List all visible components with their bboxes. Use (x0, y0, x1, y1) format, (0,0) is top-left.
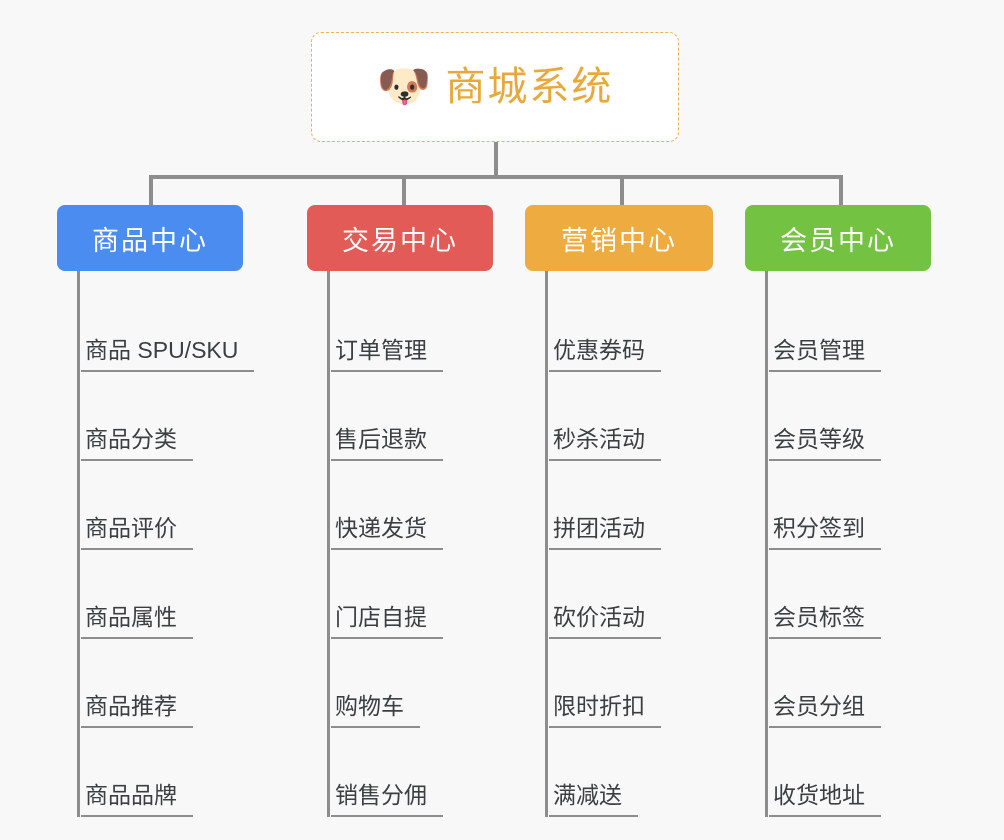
leaf-item[interactable]: 门店自提 (327, 550, 493, 639)
leaf-item-label: 订单管理 (331, 337, 443, 372)
leaf-item[interactable]: 商品 SPU/SKU (77, 283, 255, 372)
leaf-item[interactable]: 满减送 (545, 728, 713, 817)
branch-column-1: 商品中心商品 SPU/SKU 商品分类商品评价商品属性商品推荐商品品牌 (57, 205, 255, 817)
leaf-item[interactable]: 销售分佣 (327, 728, 493, 817)
connector-drop-1 (149, 175, 153, 207)
leaf-item-label: 拼团活动 (549, 515, 661, 550)
leaf-item[interactable]: 会员等级 (765, 372, 931, 461)
leaf-item-label: 会员管理 (769, 337, 881, 372)
leaf-list-4: 会员管理会员等级积分签到会员标签会员分组收货地址 (765, 271, 931, 817)
leaf-item-label: 会员标签 (769, 604, 881, 639)
leaf-trunk-2 (327, 271, 330, 817)
branch-column-4: 会员中心会员管理会员等级积分签到会员标签会员分组收货地址 (745, 205, 931, 817)
leaf-item[interactable]: 商品评价 (77, 461, 243, 550)
leaf-item[interactable]: 积分签到 (765, 461, 931, 550)
category-box-3[interactable]: 营销中心 (525, 205, 713, 271)
leaf-item-label: 收货地址 (769, 782, 881, 817)
leaf-item-label: 商品推荐 (81, 693, 193, 728)
category-box-4[interactable]: 会员中心 (745, 205, 931, 271)
leaf-item-label: 秒杀活动 (549, 426, 661, 461)
leaf-item[interactable]: 购物车 (327, 639, 493, 728)
leaf-item-label: 商品属性 (81, 604, 193, 639)
leaf-item-label: 限时折扣 (549, 693, 661, 728)
leaf-trunk-4 (765, 271, 768, 817)
leaf-item-label: 会员等级 (769, 426, 881, 461)
branch-column-2: 交易中心订单管理售后退款快递发货门店自提购物车销售分佣 (307, 205, 493, 817)
leaf-item-label: 门店自提 (331, 604, 443, 639)
leaf-item-label: 销售分佣 (331, 782, 443, 817)
leaf-list-1: 商品 SPU/SKU 商品分类商品评价商品属性商品推荐商品品牌 (77, 271, 255, 817)
connector-drop-2 (402, 175, 406, 207)
leaf-item[interactable]: 砍价活动 (545, 550, 713, 639)
leaf-trunk-3 (545, 271, 548, 817)
leaf-item[interactable]: 收货地址 (765, 728, 931, 817)
branch-column-3: 营销中心优惠券码秒杀活动拼团活动砍价活动限时折扣满减送 (525, 205, 713, 817)
leaf-item[interactable]: 会员管理 (765, 283, 931, 372)
leaf-item-label: 商品 SPU/SKU (81, 337, 255, 372)
leaf-item-label: 优惠券码 (549, 337, 661, 372)
category-box-2[interactable]: 交易中心 (307, 205, 493, 271)
root-title: 商城系统 (445, 65, 614, 109)
leaf-list-3: 优惠券码秒杀活动拼团活动砍价活动限时折扣满减送 (545, 271, 713, 817)
leaf-item-label: 商品评价 (81, 515, 193, 550)
leaf-item[interactable]: 快递发货 (327, 461, 493, 550)
connector-root-stem (494, 142, 498, 178)
leaf-item-label: 会员分组 (769, 693, 881, 728)
connector-horizontal-bus (149, 175, 841, 179)
root-node[interactable]: 🐶 商城系统 (311, 32, 679, 142)
leaf-item[interactable]: 商品品牌 (77, 728, 243, 817)
leaf-item-label: 购物车 (331, 693, 420, 728)
leaf-item[interactable]: 订单管理 (327, 283, 493, 372)
leaf-item[interactable]: 会员分组 (765, 639, 931, 728)
leaf-item[interactable]: 商品属性 (77, 550, 243, 639)
leaf-item-label: 商品品牌 (81, 782, 193, 817)
leaf-trunk-1 (77, 271, 80, 817)
leaf-item[interactable]: 秒杀活动 (545, 372, 713, 461)
leaf-item[interactable]: 会员标签 (765, 550, 931, 639)
connector-drop-4 (839, 175, 843, 207)
leaf-item-label: 售后退款 (331, 426, 443, 461)
leaf-item-label: 积分签到 (769, 515, 881, 550)
leaf-list-2: 订单管理售后退款快递发货门店自提购物车销售分佣 (327, 271, 493, 817)
leaf-item-label: 快递发货 (331, 515, 443, 550)
leaf-item[interactable]: 拼团活动 (545, 461, 713, 550)
leaf-item-label: 商品分类 (81, 426, 193, 461)
leaf-item[interactable]: 优惠券码 (545, 283, 713, 372)
dog-face-icon: 🐶 (376, 62, 432, 111)
leaf-item[interactable]: 限时折扣 (545, 639, 713, 728)
connector-drop-3 (620, 175, 624, 207)
leaf-item-label: 砍价活动 (549, 604, 661, 639)
leaf-item[interactable]: 商品分类 (77, 372, 243, 461)
leaf-item[interactable]: 售后退款 (327, 372, 493, 461)
leaf-item[interactable]: 商品推荐 (77, 639, 243, 728)
leaf-item-label: 满减送 (549, 782, 638, 817)
category-box-1[interactable]: 商品中心 (57, 205, 243, 271)
